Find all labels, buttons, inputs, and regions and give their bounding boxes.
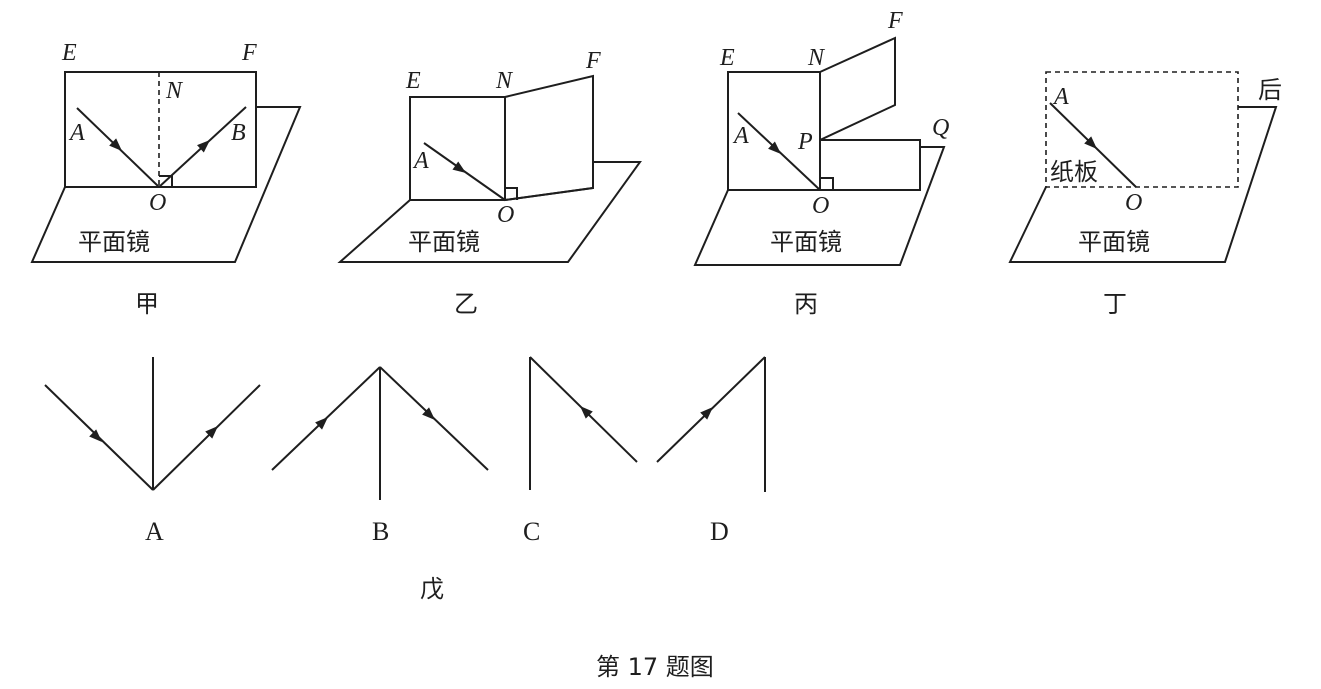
arrow-icon: [1084, 136, 1097, 149]
options-group-name: 戊: [420, 575, 444, 603]
label-A: A: [1052, 84, 1069, 110]
mirror-label: 平面镜: [1078, 228, 1150, 256]
label-O: O: [497, 202, 514, 228]
label-Q: Q: [932, 115, 949, 141]
label-F: F: [241, 40, 257, 66]
arrow-icon: [452, 161, 466, 173]
option-label: B: [372, 517, 389, 546]
label-F: F: [887, 8, 903, 34]
panel-jia: E F N A B O 平面镜 甲: [30, 40, 302, 318]
label-E: E: [61, 40, 77, 66]
arrow-icon: [315, 417, 328, 430]
label-E: E: [405, 68, 421, 94]
option-B: B: [271, 366, 489, 546]
option-A: A: [44, 357, 261, 546]
figure-caption: 第 17 题图: [596, 653, 714, 681]
paper-board-F: [504, 74, 594, 202]
panel-name: 丙: [794, 290, 818, 318]
arrow-icon: [197, 140, 210, 153]
mirror-plane: [337, 161, 642, 263]
label-N: N: [495, 68, 514, 94]
panel-bing: E N F A P Q O 平面镜 丙: [693, 8, 949, 318]
label-O: O: [812, 193, 829, 219]
paper-board: [64, 71, 257, 188]
label-F: F: [585, 48, 601, 74]
label-E: E: [719, 45, 735, 71]
mirror-label: 平面镜: [78, 228, 150, 256]
paper-board-Q: [819, 139, 921, 191]
mirror-label: 平面镜: [408, 228, 480, 256]
arrow-icon: [580, 406, 593, 419]
arrow-icon: [89, 429, 102, 442]
arrow-icon: [768, 141, 781, 154]
right-angle-mark: [820, 177, 834, 190]
board-label: 纸板: [1050, 158, 1098, 186]
option-C: C: [523, 356, 638, 546]
label-A: A: [412, 148, 429, 174]
label-B: B: [231, 120, 246, 146]
arrow-icon: [700, 407, 713, 420]
arrow-icon: [109, 138, 122, 151]
back-label: 后: [1258, 76, 1282, 104]
label-O: O: [1125, 190, 1142, 216]
label-P: P: [797, 129, 813, 155]
arrow-icon: [205, 426, 218, 439]
option-label: A: [145, 517, 164, 546]
arrow-icon: [422, 407, 435, 420]
label-N: N: [165, 78, 184, 104]
panel-yi: E N F A O 平面镜 乙: [337, 48, 642, 318]
label-O: O: [149, 190, 166, 216]
panel-name: 乙: [454, 290, 478, 318]
label-N: N: [807, 45, 826, 71]
panel-name: 甲: [135, 290, 159, 318]
panel-name: 丁: [1103, 290, 1127, 318]
label-A: A: [732, 123, 749, 149]
label-A: A: [68, 120, 85, 146]
mirror-label: 平面镜: [770, 228, 842, 256]
option-label: D: [710, 517, 729, 546]
paper-board-F: [819, 36, 896, 142]
right-angle-mark: [505, 187, 518, 200]
panel-ding: A O 纸板 后 平面镜 丁: [1008, 71, 1282, 318]
option-D: D: [656, 356, 766, 546]
reflected-ray: [152, 384, 261, 491]
option-label: C: [523, 517, 540, 546]
